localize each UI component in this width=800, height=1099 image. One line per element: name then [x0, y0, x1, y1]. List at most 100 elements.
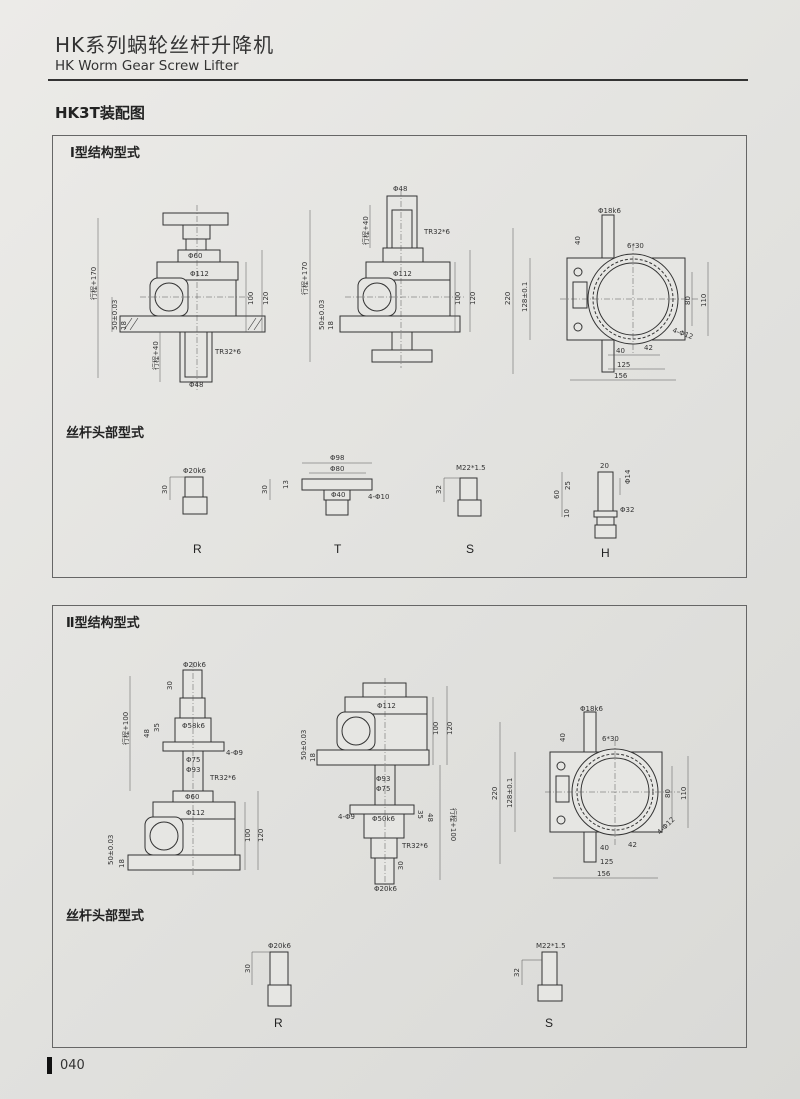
dim-label: 110 [680, 787, 688, 800]
dim-label: 40 [559, 733, 567, 742]
dim-label: 6*30 [627, 242, 644, 250]
dim-label: 100 [247, 292, 255, 305]
dim-label: 120 [257, 829, 265, 842]
dim-label: 50±0.03 [318, 300, 326, 330]
dim-label: Φ75 [376, 785, 390, 793]
dim-label: 220 [491, 787, 499, 800]
type1-panel [52, 135, 747, 578]
dim-label: Φ112 [190, 270, 209, 278]
dim-label: Φ112 [186, 809, 205, 817]
dim-label: 100 [244, 829, 252, 842]
header-rule [48, 79, 748, 81]
type2-top-view: Φ18k6 40 6*30 220 128±0.1 80 110 4-Φ12 4… [491, 705, 689, 879]
dim-label: 120 [262, 292, 270, 305]
head-S-drawing: M22*1.5 32 S [435, 464, 486, 556]
dim-label: 行程+170 [89, 267, 98, 300]
page-subtitle: HK Worm Gear Screw Lifter [55, 58, 239, 74]
dim-label: 4-Φ9 [226, 749, 243, 757]
dim-label: 18 [309, 753, 317, 762]
dim-label: Φ98 [330, 454, 344, 462]
dim-label: 120 [446, 722, 454, 735]
dim-label: 30 [244, 964, 252, 973]
dim-label: M22*1.5 [456, 464, 486, 472]
dim-label: 80 [664, 789, 672, 798]
dim-label: 行程+40 [151, 341, 160, 370]
type2-title: Ⅱ型结构型式 [66, 616, 140, 631]
dim-label: 48 [143, 729, 151, 738]
dim-label: Φ60 [188, 252, 202, 260]
dim-label: 128±0.1 [506, 778, 514, 808]
dim-label: 50±0.03 [111, 300, 119, 330]
dim-label: 156 [614, 372, 628, 380]
dim-label: 4-Φ9 [338, 813, 355, 821]
dim-label: 220 [504, 292, 512, 305]
dim-label: Φ20k6 [268, 942, 291, 950]
dim-label: 40 [574, 236, 582, 245]
dim-label: Φ18k6 [598, 207, 621, 215]
dim-label: Φ93 [186, 766, 200, 774]
page-number-marker [47, 1057, 52, 1074]
dim-label: 50±0.03 [300, 730, 308, 760]
dim-label: 30 [161, 485, 169, 494]
dim-label: 行程+40 [361, 216, 370, 245]
type2-head-R-drawing: Φ20k6 30 R [244, 942, 292, 1030]
type1-front-drawing: 行程+170 Φ60 Φ112 100 120 50±0.03 18 行程+40… [89, 205, 270, 390]
dim-label: 40 [616, 347, 625, 355]
dim-label: 30 [166, 681, 174, 690]
dim-label: TR32*6 [401, 842, 429, 850]
head-R-drawing: Φ20k6 30 R [161, 467, 208, 556]
dim-label: 行程+100 [121, 712, 130, 745]
type1-top-view: Φ18k6 40 6*30 220 128±0.1 80 110 4-Φ12 4… [504, 207, 709, 381]
head-T-drawing: Φ98 Φ80 Φ40 30 13 4-Φ10 T [261, 454, 389, 556]
dim-label: TR32*6 [423, 228, 451, 236]
dim-label: 110 [700, 294, 708, 307]
dim-label: 30 [397, 861, 405, 870]
dim-label: 18 [327, 321, 335, 330]
dim-label: 100 [432, 722, 440, 735]
dim-label: 35 [416, 810, 424, 819]
dim-label: Φ20k6 [374, 885, 397, 893]
dim-label: 18 [118, 859, 126, 868]
section-title: HK3T装配图 [55, 104, 145, 122]
type2-front-drawing-2: Φ112 100 120 50±0.03 18 Φ93 Φ75 4-Φ9 Φ50… [300, 678, 458, 893]
dim-label: 20 [600, 462, 609, 470]
dim-label: 4-Φ10 [368, 493, 389, 501]
dim-label: 48 [426, 813, 434, 822]
dim-label: Φ20k6 [183, 661, 206, 669]
dim-label: Φ60 [185, 793, 199, 801]
dim-label: 行程+170 [300, 262, 309, 295]
type2-panel [52, 605, 747, 1048]
dim-label: Φ75 [186, 756, 200, 764]
dim-label: Φ40 [331, 491, 345, 499]
dim-label: 125 [617, 361, 630, 369]
dim-label: 156 [597, 870, 611, 878]
dim-label: 30 [261, 485, 269, 494]
dim-label: Φ80 [330, 465, 344, 473]
type1-heads-title: 丝杆头部型式 [66, 426, 145, 441]
dim-label: 32 [513, 968, 521, 977]
dim-label: 120 [469, 292, 477, 305]
dim-label: Φ48 [189, 381, 203, 389]
dim-label: 35 [153, 723, 161, 732]
dim-label: Φ93 [376, 775, 390, 783]
dim-label: 42 [644, 344, 653, 352]
dim-label: 42 [628, 841, 637, 849]
dim-label: 128±0.1 [521, 282, 529, 312]
dim-label: Φ112 [393, 270, 412, 278]
type2-front-drawing: Φ20k6 30 行程+100 48 35 Φ58k6 4-Φ9 Φ75 Φ93… [107, 661, 265, 875]
dim-label: 18 [120, 321, 128, 330]
dim-label: Φ18k6 [580, 705, 603, 713]
dim-label: 125 [600, 858, 613, 866]
dim-label: 40 [600, 844, 609, 852]
type2-head-S-drawing: M22*1.5 32 S [513, 942, 566, 1030]
dim-label: Φ14 [624, 469, 632, 484]
page-number: 040 [60, 1058, 85, 1073]
dim-label: 10 [563, 509, 571, 518]
dim-label: Φ20k6 [183, 467, 206, 475]
dim-label: 13 [282, 480, 290, 489]
dim-label: Φ112 [377, 702, 396, 710]
type1-front-drawing-2: Φ48 行程+40 TR32*6 行程+170 Φ112 100 120 50±… [300, 185, 477, 368]
type2-heads-title: 丝杆头部型式 [66, 909, 145, 924]
dim-label: Φ58k6 [182, 722, 205, 730]
head-H-drawing: 20 25 60 10 Φ14 Φ32 H [553, 462, 634, 560]
